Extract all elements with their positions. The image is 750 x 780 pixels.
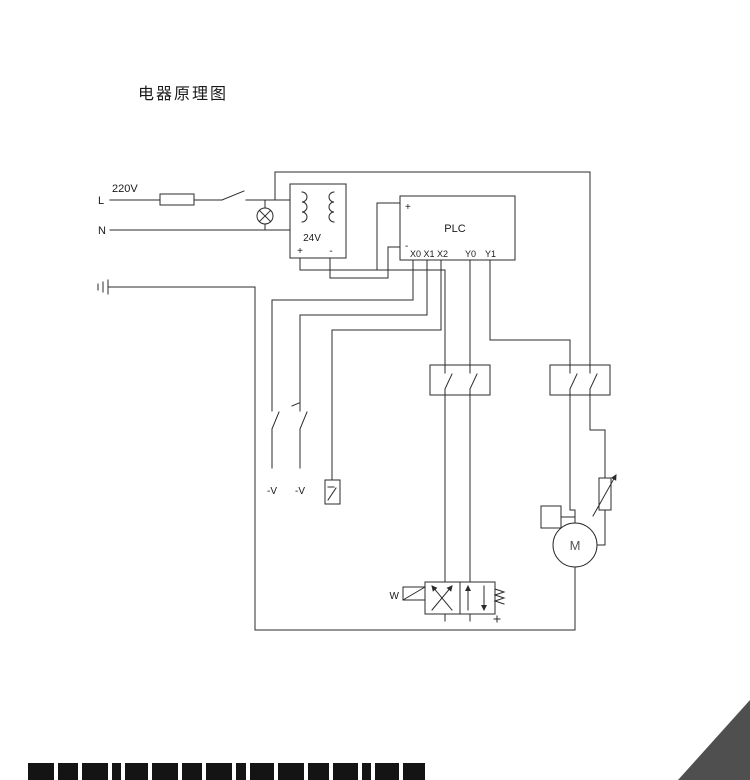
- pushbutton-2: -V: [291, 402, 308, 497]
- plc-block: PLC + - X0 X1 X2 Y0 Y1: [399, 195, 516, 261]
- relay-block-2: [549, 364, 611, 396]
- live-label: L: [98, 195, 104, 207]
- winding-left: [301, 191, 308, 223]
- ground-icon: [97, 279, 109, 295]
- limit-switch-box: [324, 479, 341, 505]
- solenoid-valve: W: [390, 581, 506, 623]
- mains-input: 220V L N: [98, 183, 291, 237]
- potentiometer: [592, 474, 617, 517]
- transformer-rating: 24V: [303, 233, 321, 244]
- pushbutton-1: -V: [267, 411, 280, 497]
- valve-spring: [493, 588, 506, 605]
- v-label-2: -V: [295, 486, 305, 497]
- wiring: [107, 171, 606, 631]
- power-supply-24v: 24V + -: [289, 183, 347, 259]
- plc-label: PLC: [444, 223, 465, 235]
- main-switch: [221, 190, 245, 201]
- plc-plus: +: [405, 202, 411, 213]
- circuit: 220V L N 24V + -: [97, 171, 617, 631]
- solenoid-label: W: [390, 591, 400, 602]
- corner-triangle: [678, 700, 750, 780]
- plc-inputs: X0 X1 X2: [410, 249, 448, 259]
- relay-block-1: [429, 364, 491, 396]
- plc-output0: Y0: [465, 249, 476, 259]
- winding-right: [328, 191, 335, 223]
- page-title: 电器原理图: [138, 85, 228, 103]
- fuse: [159, 193, 195, 206]
- motor-label: M: [570, 538, 581, 553]
- plc-minus: -: [405, 241, 408, 252]
- v-label-1: -V: [267, 486, 277, 497]
- neutral-label: N: [98, 225, 106, 237]
- voltage-label: 220V: [112, 183, 138, 195]
- junction-box: [540, 505, 576, 529]
- indicator-lamp: [256, 199, 274, 231]
- transformer-minus: -: [329, 246, 332, 257]
- cropped-watermark: [28, 763, 425, 780]
- motor-icon: [552, 522, 598, 568]
- motor: M: [552, 522, 598, 568]
- transformer-plus: +: [297, 246, 303, 257]
- plc-output1: Y1: [485, 249, 496, 259]
